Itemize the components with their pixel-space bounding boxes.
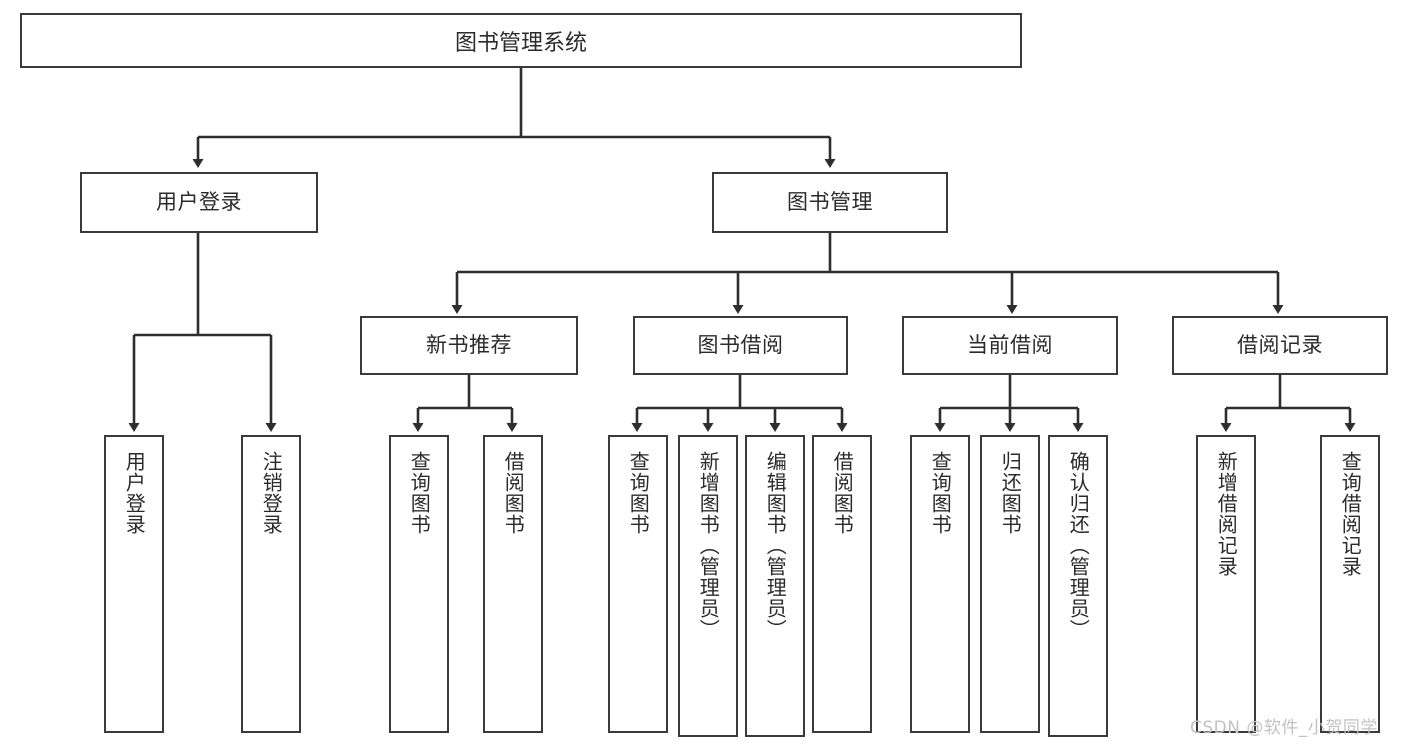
node-borrow-record[interactable]: 借阅记录 — [1172, 316, 1388, 375]
leaf-label: 新增借阅记录 — [1214, 451, 1239, 577]
node-book-management[interactable]: 图书管理 — [712, 172, 948, 233]
leaf-borrow-book[interactable]: 借阅图书 — [812, 435, 872, 733]
leaf-label: 查询图书 — [928, 451, 953, 535]
leaf-edit-book-admin[interactable]: 编辑图书（管理员） — [745, 435, 805, 737]
node-label: 用户登录 — [156, 189, 242, 214]
node-label: 图书管理 — [787, 189, 873, 214]
leaf-add-borrow-record[interactable]: 新增借阅记录 — [1196, 435, 1256, 733]
leaf-label: 用户登录 — [122, 451, 147, 535]
node-label: 借阅记录 — [1237, 332, 1323, 357]
node-label: 当前借阅 — [967, 332, 1053, 357]
leaf-label: 编辑图书（管理员） — [763, 451, 788, 640]
leaf-query-borrow-record[interactable]: 查询借阅记录 — [1320, 435, 1380, 733]
leaf-label: 借阅图书 — [501, 451, 526, 535]
leaf-label: 注销登录 — [259, 451, 284, 535]
leaf-label: 借阅图书 — [830, 451, 855, 535]
leaf-label: 查询图书 — [407, 451, 432, 535]
node-new-book-recommend[interactable]: 新书推荐 — [360, 316, 578, 375]
leaf-label: 确认归还（管理员） — [1066, 451, 1091, 640]
csdn-watermark: CSDN @软件_小贺同学 — [1190, 718, 1378, 738]
leaf-label: 查询图书 — [626, 451, 651, 535]
leaf-confirm-return-admin[interactable]: 确认归还（管理员） — [1048, 435, 1108, 737]
leaf-query-book-current[interactable]: 查询图书 — [910, 435, 970, 733]
leaf-label: 查询借阅记录 — [1338, 451, 1363, 577]
node-current-borrow[interactable]: 当前借阅 — [902, 316, 1118, 375]
leaf-query-book-borrow[interactable]: 查询图书 — [608, 435, 668, 733]
node-user-login[interactable]: 用户登录 — [80, 172, 318, 233]
node-book-borrow[interactable]: 图书借阅 — [633, 316, 848, 375]
leaf-query-book-recommend[interactable]: 查询图书 — [389, 435, 449, 733]
node-label: 新书推荐 — [426, 332, 512, 357]
node-label: 图书借阅 — [697, 332, 784, 357]
node-label: 图书管理系统 — [454, 30, 587, 56]
leaf-return-book[interactable]: 归还图书 — [980, 435, 1040, 733]
leaf-user-login[interactable]: 用户登录 — [104, 435, 164, 733]
leaf-add-book-admin[interactable]: 新增图书（管理员） — [678, 435, 738, 737]
leaf-logout-login[interactable]: 注销登录 — [241, 435, 301, 733]
leaf-label: 归还图书 — [998, 451, 1023, 535]
leaf-borrow-book-recommend[interactable]: 借阅图书 — [483, 435, 543, 733]
leaf-label: 新增图书（管理员） — [696, 451, 721, 640]
node-root-book-management-system[interactable]: 图书管理系统 — [20, 13, 1022, 68]
